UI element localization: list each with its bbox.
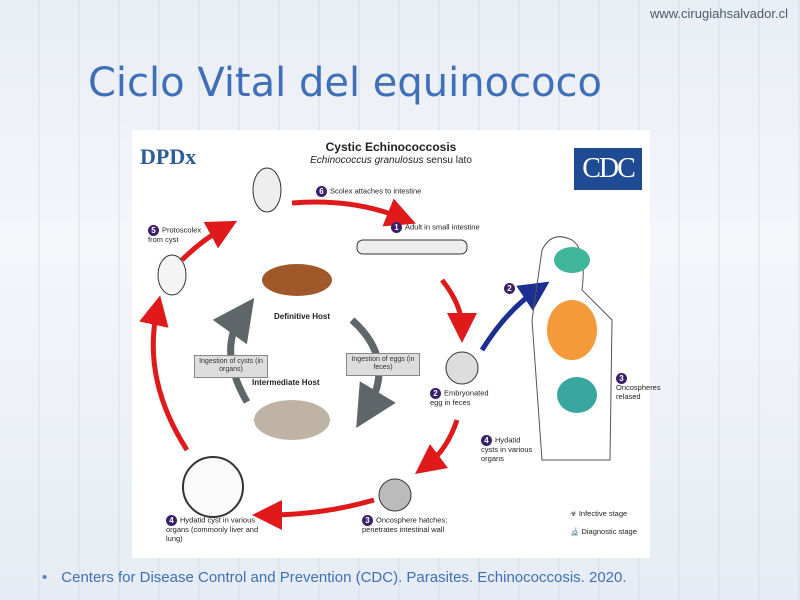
species-qualifier: sensu lato: [426, 155, 472, 166]
intermediate-host-label: Intermediate Host: [252, 378, 320, 387]
arrow-3-to-4: [252, 497, 375, 530]
citation: • Centers for Disease Control and Prevent…: [42, 569, 627, 586]
legend-diagnostic: 🔬 Diagnostic stage: [570, 527, 637, 536]
oncosphere-image: [378, 478, 412, 512]
biohazard-icon: ☣: [570, 509, 579, 518]
hydatid-cyst-image: [182, 456, 244, 518]
species-name: Echinococcus granulosus: [310, 155, 424, 166]
human-lungs: [547, 300, 597, 360]
cdc-logo: CDC: [574, 148, 642, 190]
human-intestine: [557, 377, 597, 413]
dpdx-logo: DPDx: [140, 144, 197, 169]
legend-infective: ☣ Infective stage: [570, 509, 628, 518]
step-3-human: 3Oncospheres relased: [616, 373, 661, 401]
protoscolex-image: [157, 254, 187, 296]
bullet-icon: •: [42, 569, 48, 586]
cycle-arrows: [139, 167, 613, 530]
arrow-4-to-5: [139, 295, 190, 452]
website-url: www.cirugiahsalvador.cl: [649, 6, 788, 21]
diagram-subtitle: Echinococcus granulosus sensu lato: [132, 155, 650, 166]
arrow-1-to-2: [440, 278, 477, 343]
scolex-image: [252, 167, 282, 213]
arrow-ingest-cysts: [212, 297, 255, 404]
human-brain: [554, 247, 590, 273]
arrow-5-to-6: [180, 220, 238, 262]
arrow-to-human: [479, 281, 550, 352]
egg-image: [445, 351, 479, 385]
diagram-title: Cystic Echinococcosis: [325, 140, 457, 154]
life-cycle-diagram: DPDx CDC Cystic Echinococcosis Echinococ…: [132, 130, 661, 558]
definitive-host-label: Definitive Host: [274, 312, 331, 321]
microscope-icon: 🔬: [570, 527, 582, 536]
ingestion-cysts-box: Ingestion of cysts (in organs): [194, 355, 268, 378]
sheep-image: [254, 400, 330, 440]
adult-worm-image: [356, 239, 468, 255]
ingestion-eggs-box: Ingestion of eggs (in feces): [346, 353, 420, 376]
arrow-6-to-1: [291, 198, 416, 227]
dog-image: [262, 264, 332, 296]
citation-text: Centers for Disease Control and Preventi…: [61, 569, 627, 586]
human-figure: [531, 236, 613, 461]
step-2-human: 2: [504, 283, 518, 294]
slide-title: Ciclo Vital del equinococo: [88, 60, 603, 106]
arrow-2-to-3: [415, 419, 460, 475]
